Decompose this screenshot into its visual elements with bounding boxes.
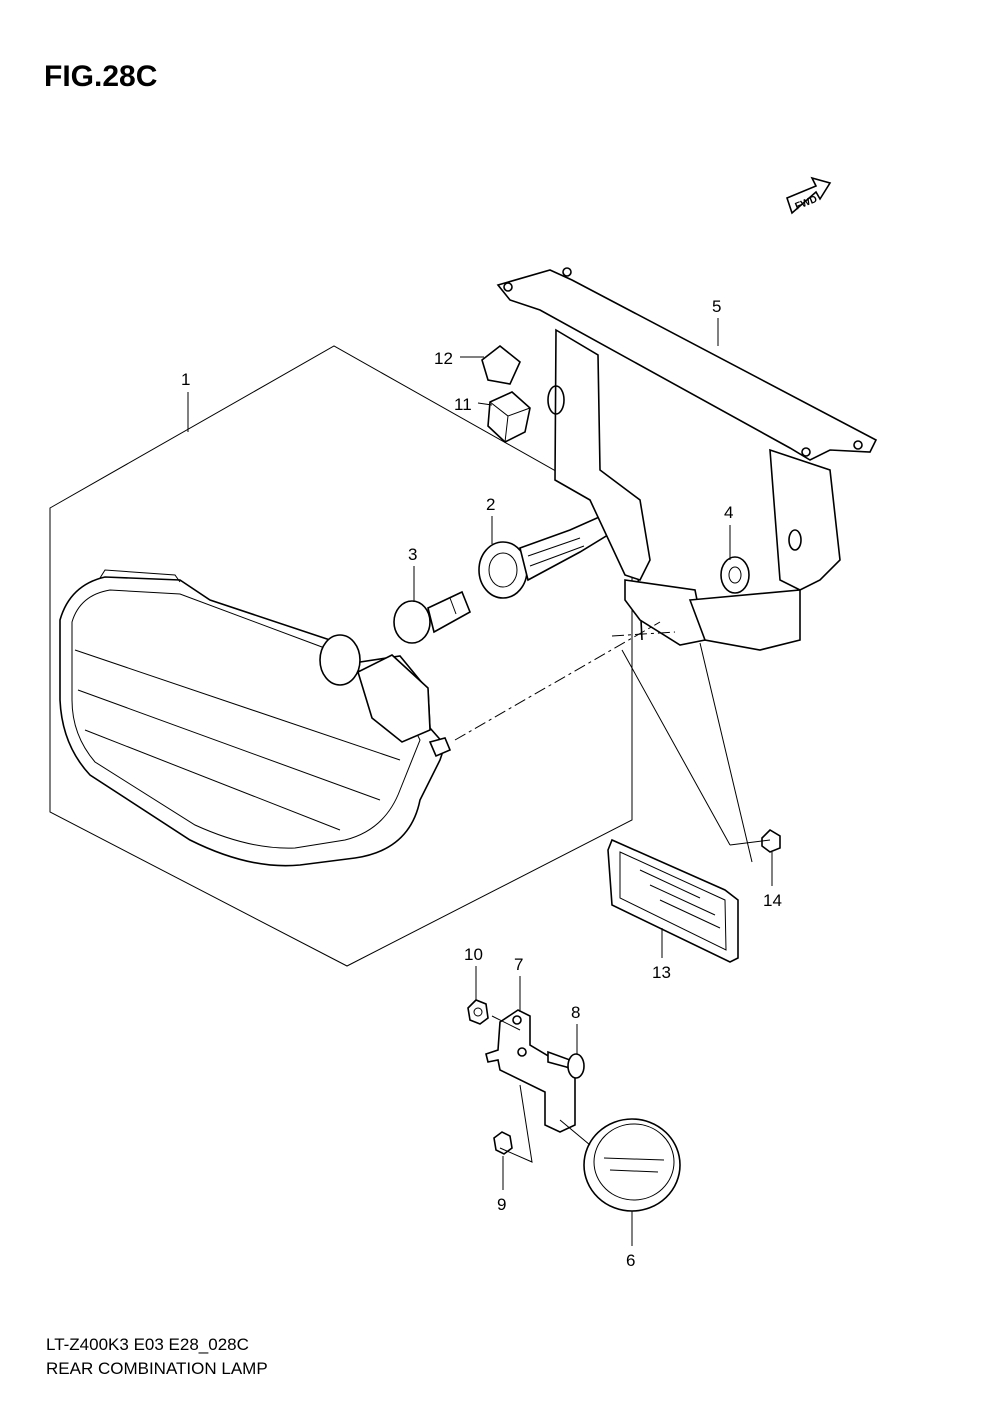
- callout-2: 2: [486, 495, 495, 514]
- callout-3: 3: [408, 545, 417, 564]
- stay-ref-lines: [491, 1015, 591, 1163]
- callout-9: 9: [497, 1195, 506, 1214]
- callout-6: 6: [626, 1251, 635, 1270]
- part-13-reflector: [607, 838, 739, 963]
- part-6-round-reflector: [583, 1118, 681, 1212]
- figure-title: FIG.28C: [44, 60, 158, 93]
- part-12-pad: [481, 344, 521, 385]
- footer-model-code: LT-Z400K3 E03 E28_028C: [46, 1335, 249, 1354]
- part-3-bulb: [393, 590, 472, 644]
- callout-5: 5: [712, 297, 721, 316]
- callout-11: 11: [454, 395, 472, 414]
- callout-14: 14: [763, 891, 782, 910]
- part-1-lamp-housing: [59, 569, 452, 867]
- part-5-bracket: [496, 267, 878, 651]
- callout-4: 4: [724, 503, 733, 522]
- part-9-nut: [493, 1131, 513, 1155]
- part-4-grommet: [720, 556, 750, 594]
- part-2-socket: [478, 512, 618, 599]
- part-11-block: [487, 391, 531, 443]
- part-10-nut: [467, 999, 489, 1025]
- reflector-ref-lines: [621, 642, 771, 863]
- callout-13: 13: [652, 963, 671, 982]
- part-14-nut: [761, 828, 781, 853]
- callout-10: 10: [464, 945, 483, 964]
- callout-7: 7: [514, 955, 523, 974]
- callout-12: 12: [434, 349, 453, 368]
- assembly-line-2: [611, 631, 676, 637]
- callout-1: 1: [181, 370, 190, 389]
- part-8-screw: [547, 1050, 585, 1079]
- leader-lines: [187, 318, 773, 1246]
- part-7-stay: [485, 1009, 576, 1133]
- fwd-arrow-icon: FWD: [786, 176, 832, 215]
- part-1-group-outline: [49, 345, 633, 967]
- footer-assembly-name: REAR COMBINATION LAMP: [46, 1359, 268, 1378]
- assembly-line-1: [454, 621, 661, 741]
- callout-8: 8: [571, 1003, 580, 1022]
